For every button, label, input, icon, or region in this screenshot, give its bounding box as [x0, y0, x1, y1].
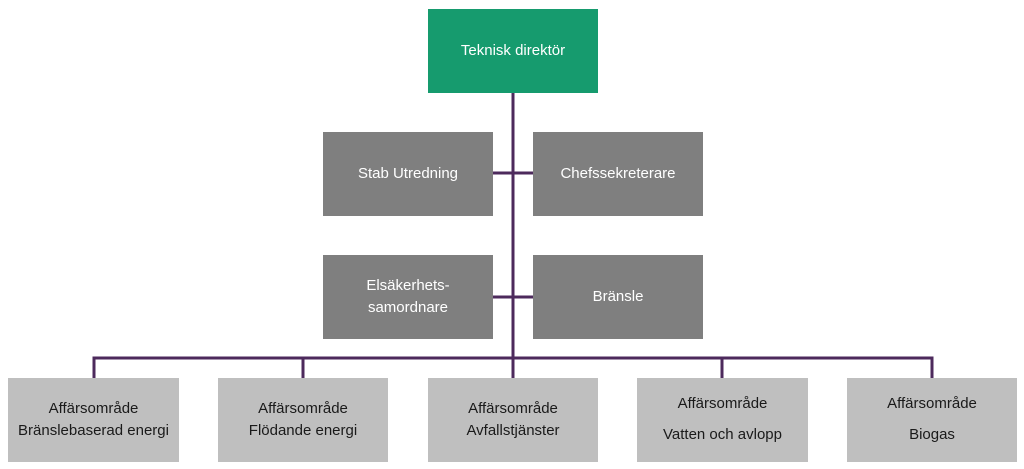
unit-box-label-line1: Affärsområde	[677, 394, 768, 412]
unit-box-flodande-energi: Affärsområde Flödande energi	[218, 378, 388, 462]
unit-box-vatten-och-avlopp: Affärsområde Vatten och avlopp	[637, 378, 808, 462]
unit-box-label-line1: Affärsområde	[48, 400, 139, 417]
unit-box-avfallstjanster: Affärsområde Avfallstjänster	[428, 378, 598, 462]
unit-box-label-line1: Affärsområde	[887, 394, 977, 412]
unit-box-label-line2: Flödande energi	[248, 422, 358, 439]
staff-box-label: Stab Utredning	[357, 165, 459, 182]
unit-box-branslebaserad-energi: Affärsområde Bränslebaserad energi	[8, 378, 179, 462]
staff-box-label-line2: samordnare	[367, 299, 449, 316]
unit-box-label-line2: Bränslebaserad energi	[18, 422, 169, 439]
unit-box-label-line1: Affärsområde	[258, 400, 348, 417]
staff-box-bransle: Bränsle	[533, 255, 703, 339]
staff-box-elsakerhetssamordnare: Elsäkerhets- samordnare	[323, 255, 493, 339]
unit-box-label-line2: Avfallstjänster	[466, 422, 560, 439]
staff-box-stab-utredning: Stab Utredning	[323, 132, 493, 216]
unit-box-biogas: Affärsområde Biogas	[847, 378, 1017, 462]
top-box-teknisk-direktor: Teknisk direktör	[428, 9, 598, 93]
staff-box-label-line1: Elsäkerhets-	[366, 277, 450, 294]
staff-box-label: Chefssekreterare	[560, 165, 676, 182]
staff-box-chefssekreterare: Chefssekreterare	[533, 132, 703, 216]
unit-box-label-line2: Vatten och avlopp	[663, 425, 782, 443]
unit-box-label-line1: Affärsområde	[468, 400, 558, 417]
staff-box-label: Bränsle	[592, 288, 644, 305]
top-box-label: Teknisk direktör	[460, 42, 566, 59]
unit-box-label-line2: Biogas	[909, 425, 955, 443]
